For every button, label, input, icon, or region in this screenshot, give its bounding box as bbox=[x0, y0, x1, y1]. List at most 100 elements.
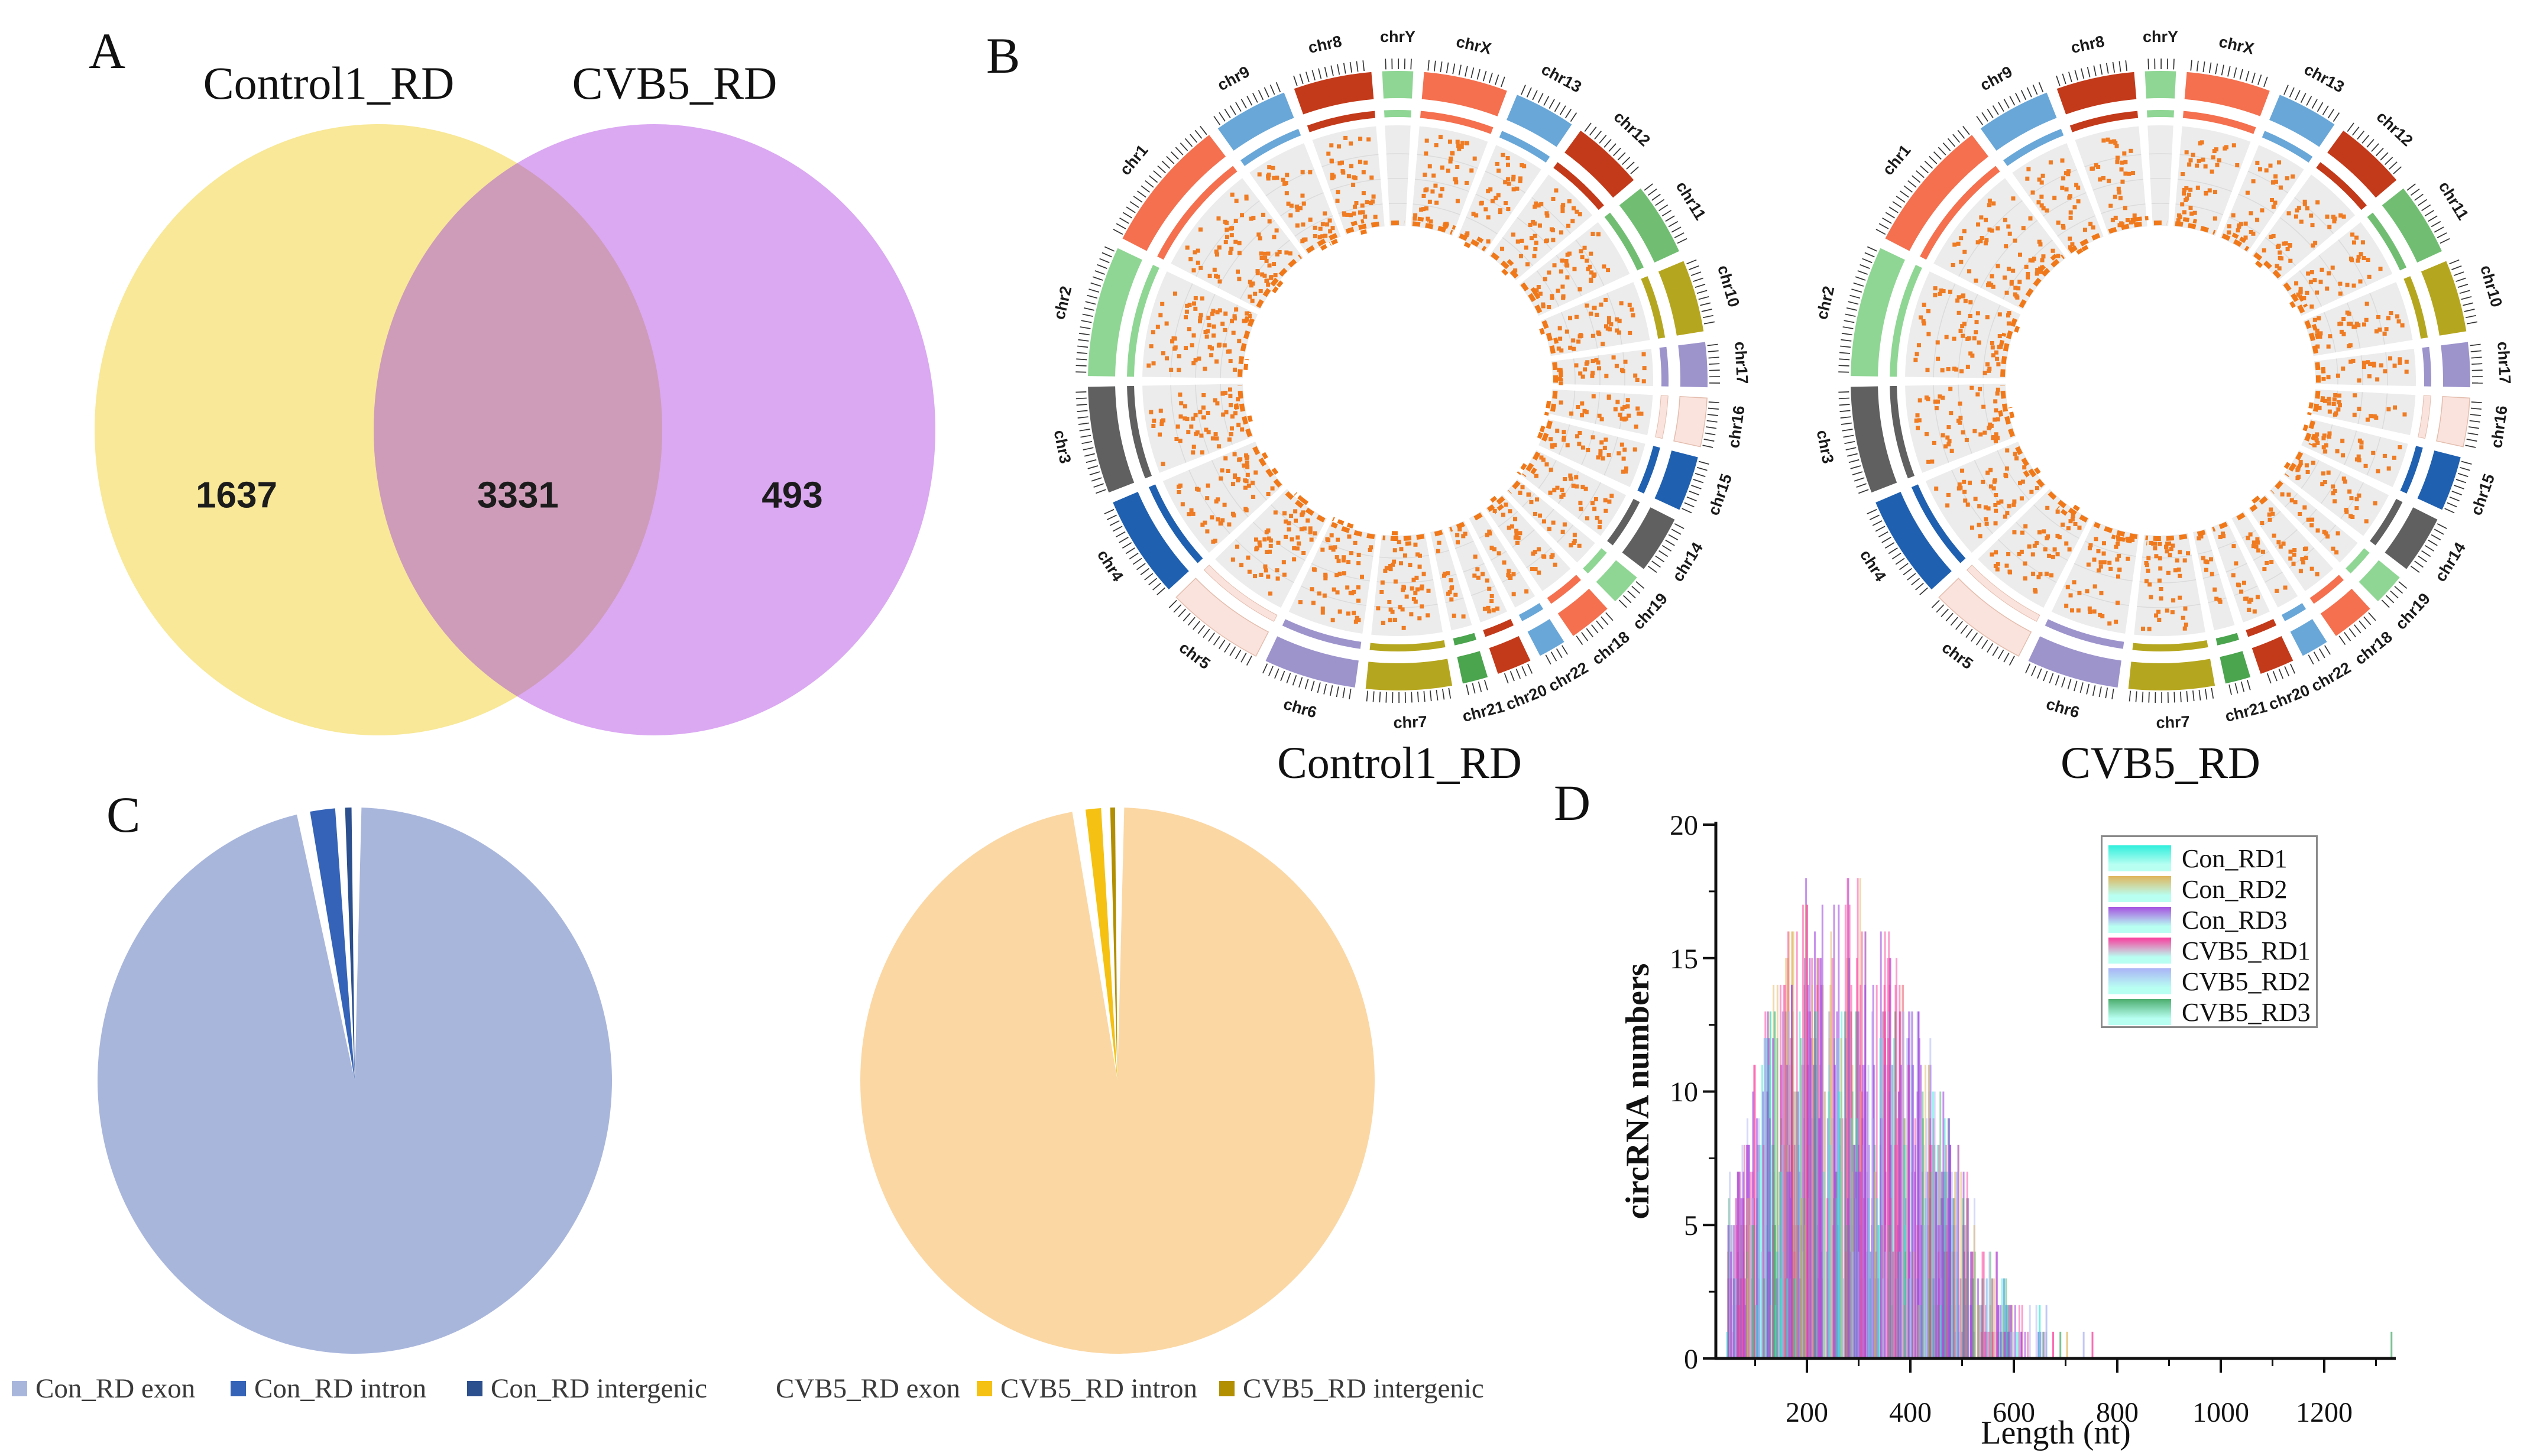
scatter-point bbox=[1547, 270, 1551, 275]
scatter-point bbox=[1251, 494, 1256, 499]
scatter-point bbox=[2265, 560, 2269, 565]
histogram-bar bbox=[1838, 1091, 1841, 1358]
histogram-bar bbox=[1988, 1251, 1991, 1358]
scatter-point bbox=[2050, 248, 2055, 253]
scatter-point bbox=[1151, 361, 1156, 366]
ring-arc-jitter bbox=[2256, 261, 2265, 270]
chromosome-label: chr17 bbox=[1731, 341, 1751, 385]
scatter-point bbox=[1619, 368, 1624, 372]
chromosome-label: chr22 bbox=[2308, 659, 2354, 695]
scatter-point bbox=[2278, 250, 2282, 255]
legend-label: CVB5_RD intron bbox=[1000, 1373, 1197, 1404]
grid-arc bbox=[1575, 239, 1605, 286]
grid-arc bbox=[1379, 554, 1429, 559]
scatter-point bbox=[1572, 533, 1577, 537]
grid-arc bbox=[2042, 192, 2087, 217]
scatter-point bbox=[1947, 439, 1952, 443]
scatter-point bbox=[2309, 304, 2314, 309]
scatter-point bbox=[1376, 606, 1381, 611]
scatter-point bbox=[2082, 228, 2087, 232]
scale-tick bbox=[2327, 109, 2334, 119]
ring-arc bbox=[1520, 282, 1543, 314]
scatter-point bbox=[2361, 256, 2366, 261]
scatter-point bbox=[1577, 212, 1582, 216]
scatter-point bbox=[1247, 569, 1252, 574]
scatter-point bbox=[1245, 455, 1250, 459]
histogram-bar bbox=[1906, 1278, 1908, 1358]
scatter-point bbox=[1624, 466, 1628, 471]
scatter-point bbox=[1963, 498, 1968, 503]
scatter-point bbox=[1423, 188, 1428, 193]
scatter-point bbox=[1957, 482, 1962, 487]
scale-tick bbox=[1853, 282, 1864, 287]
scale-tick bbox=[1839, 352, 1851, 354]
ring-arc-jitter bbox=[1539, 327, 1546, 336]
scatter-point bbox=[1275, 576, 1280, 581]
ring-arc-jitter bbox=[1517, 463, 1527, 475]
histogram-bar bbox=[1748, 1225, 1751, 1358]
scale-tick bbox=[1912, 175, 1921, 183]
scatter-point bbox=[1379, 589, 1384, 594]
scatter-point bbox=[1348, 213, 1353, 218]
scatter-point bbox=[1565, 252, 1570, 257]
scatter-point bbox=[1233, 475, 1238, 479]
scale-tick bbox=[1992, 646, 1999, 656]
scatter-point bbox=[1455, 140, 1460, 144]
scatter-point bbox=[1614, 364, 1619, 368]
scatter-point bbox=[1615, 400, 1620, 404]
histogram-bar bbox=[1742, 1278, 1744, 1358]
scatter-point bbox=[1958, 416, 1963, 420]
scatter-point bbox=[1232, 314, 1237, 319]
grid-arc bbox=[1434, 550, 1450, 555]
scale-tick bbox=[2278, 669, 2284, 679]
scatter-point bbox=[1472, 156, 1477, 161]
scatter-point bbox=[1965, 502, 1970, 507]
scale-tick bbox=[1240, 99, 1247, 109]
chromosome-arc bbox=[2144, 71, 2176, 99]
scatter-point bbox=[2275, 588, 2279, 593]
scale-tick bbox=[1847, 453, 1858, 457]
scatter-point bbox=[1461, 534, 1466, 539]
scatter-point bbox=[1219, 521, 1223, 526]
scale-tick bbox=[1888, 206, 1899, 213]
scatter-point bbox=[2092, 584, 2097, 589]
scatter-point bbox=[1226, 349, 1230, 354]
scatter-point bbox=[1589, 270, 1594, 275]
chromosome-inner-arc bbox=[1553, 162, 1604, 210]
scatter-point bbox=[2003, 514, 2007, 519]
scale-tick bbox=[1888, 547, 1898, 554]
chromosome-label: chr11 bbox=[2435, 179, 2472, 223]
chromosome-inner-arc bbox=[1911, 484, 1966, 563]
cvb5-rd-intergenic-swatch-icon bbox=[1219, 1381, 1235, 1396]
chromosome-arc bbox=[1217, 92, 1294, 151]
scatter-point bbox=[1596, 232, 1601, 236]
scatter-point bbox=[2315, 200, 2320, 205]
histogram-bar bbox=[1864, 931, 1867, 1358]
scatter-point bbox=[2236, 582, 2240, 587]
scatter-point bbox=[1230, 557, 1235, 562]
scale-tick bbox=[1875, 229, 1886, 235]
scatter-point bbox=[1383, 568, 1388, 573]
scale-tick bbox=[2173, 59, 2175, 70]
scale-tick bbox=[1952, 134, 1961, 143]
scatter-point bbox=[1590, 333, 1595, 338]
scatter-point bbox=[1330, 173, 1334, 177]
grid-arc bbox=[1538, 460, 1557, 489]
chromosome-arc bbox=[2220, 651, 2251, 684]
grid-arc bbox=[1321, 540, 1373, 557]
scatter-point bbox=[1363, 214, 1368, 219]
scale-tick bbox=[1689, 491, 1699, 495]
histogram-bar bbox=[1790, 1198, 1792, 1358]
scatter-point bbox=[1229, 247, 1234, 251]
scatter-point bbox=[1392, 559, 1397, 564]
scale-tick bbox=[1112, 526, 1123, 532]
scatter-point bbox=[1431, 173, 1436, 178]
scatter-point bbox=[2289, 498, 2294, 502]
chromosome-arc bbox=[2128, 659, 2215, 690]
scale-tick bbox=[1661, 544, 1672, 552]
scatter-point bbox=[2045, 505, 2050, 510]
scatter-point bbox=[2098, 560, 2103, 565]
scale-tick bbox=[1423, 691, 1426, 702]
scale-tick bbox=[2318, 648, 2325, 659]
scatter-point bbox=[2312, 317, 2317, 322]
